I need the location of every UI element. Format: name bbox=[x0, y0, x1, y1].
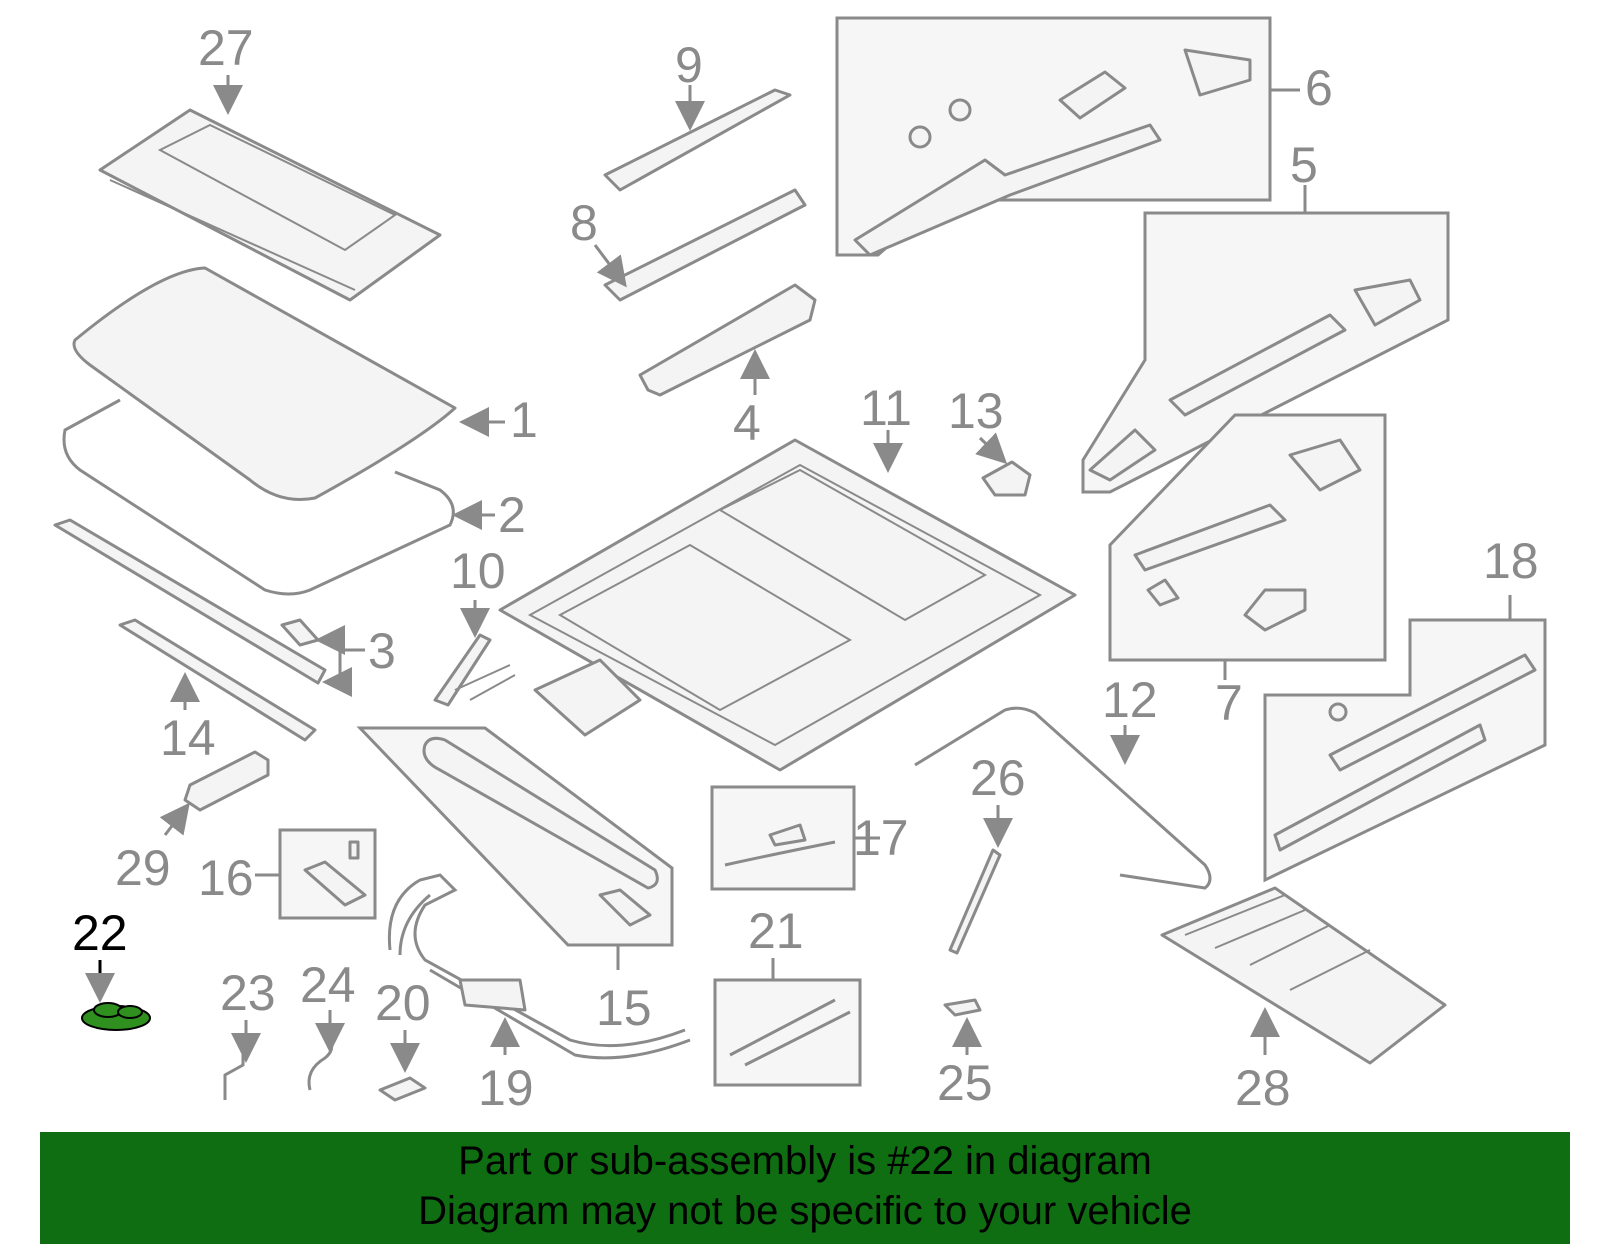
label-29: 29 bbox=[115, 840, 171, 896]
label-9: 9 bbox=[675, 37, 703, 93]
part-9-rail[interactable] bbox=[603, 88, 792, 192]
label-22: 22 bbox=[72, 905, 128, 961]
part-1-glass-panel[interactable] bbox=[72, 266, 457, 502]
label-17: 17 bbox=[853, 810, 909, 866]
label-14: 14 bbox=[160, 710, 216, 766]
label-7: 7 bbox=[1215, 675, 1243, 731]
part-11-main-frame[interactable] bbox=[498, 438, 1077, 772]
part-7-box[interactable] bbox=[1108, 413, 1387, 662]
label-6: 6 bbox=[1305, 60, 1333, 116]
part-21-box[interactable] bbox=[713, 978, 862, 1087]
label-23: 23 bbox=[220, 965, 276, 1021]
label-20: 20 bbox=[375, 975, 431, 1031]
label-5: 5 bbox=[1290, 137, 1318, 193]
info-banner: Part or sub-assembly is #22 in diagram D… bbox=[40, 1132, 1570, 1244]
part-16-box[interactable] bbox=[278, 828, 377, 920]
banner-line-1: Part or sub-assembly is #22 in diagram bbox=[458, 1139, 1152, 1183]
part-4-bracket[interactable] bbox=[638, 283, 817, 397]
label-24: 24 bbox=[300, 957, 356, 1013]
label-19: 19 bbox=[478, 1060, 534, 1116]
part-22-highlighted[interactable] bbox=[81, 1002, 151, 1031]
part-2-seal[interactable] bbox=[62, 398, 455, 596]
part-20-clip[interactable] bbox=[378, 1076, 427, 1102]
label-25: 25 bbox=[937, 1055, 993, 1111]
label-18: 18 bbox=[1483, 533, 1539, 589]
label-13: 13 bbox=[948, 383, 1004, 439]
part-25-clip[interactable] bbox=[943, 998, 982, 1017]
part-28-panel[interactable] bbox=[1160, 886, 1447, 1065]
label-11: 11 bbox=[860, 380, 912, 436]
part-23-clip[interactable] bbox=[223, 1045, 245, 1100]
label-2: 2 bbox=[498, 487, 526, 543]
label-21: 21 bbox=[748, 903, 804, 959]
part-18-box[interactable] bbox=[1263, 618, 1547, 883]
label-1: 1 bbox=[510, 392, 538, 448]
label-27: 27 bbox=[198, 20, 254, 76]
part-26-rod[interactable] bbox=[948, 848, 1002, 955]
part-27-sunshade[interactable] bbox=[98, 108, 442, 302]
part-15-box[interactable] bbox=[356, 726, 674, 947]
label-28: 28 bbox=[1235, 1060, 1291, 1116]
part-14-rail[interactable] bbox=[118, 618, 317, 742]
label-16: 16 bbox=[198, 850, 254, 906]
label-3: 3 bbox=[368, 623, 396, 679]
part-5-box[interactable] bbox=[1081, 211, 1450, 494]
label-12: 12 bbox=[1102, 672, 1158, 728]
part-29-bracket[interactable] bbox=[183, 750, 270, 812]
part-19-frame[interactable] bbox=[387, 873, 691, 1060]
label-4: 4 bbox=[733, 395, 761, 451]
label-8: 8 bbox=[570, 195, 598, 251]
label-10: 10 bbox=[450, 543, 506, 599]
part-24-hose[interactable] bbox=[307, 1039, 334, 1091]
part-10-bracket[interactable] bbox=[433, 633, 516, 707]
part-6-box[interactable] bbox=[835, 16, 1272, 257]
part-8-rail[interactable] bbox=[603, 188, 807, 302]
part-17-box[interactable] bbox=[710, 785, 856, 891]
part-12-seal[interactable] bbox=[914, 706, 1212, 890]
label-26: 26 bbox=[970, 750, 1026, 806]
label-15: 15 bbox=[596, 980, 652, 1036]
part-13-clip[interactable] bbox=[981, 460, 1032, 497]
banner-line-2: Diagram may not be specific to your vehi… bbox=[418, 1189, 1192, 1233]
